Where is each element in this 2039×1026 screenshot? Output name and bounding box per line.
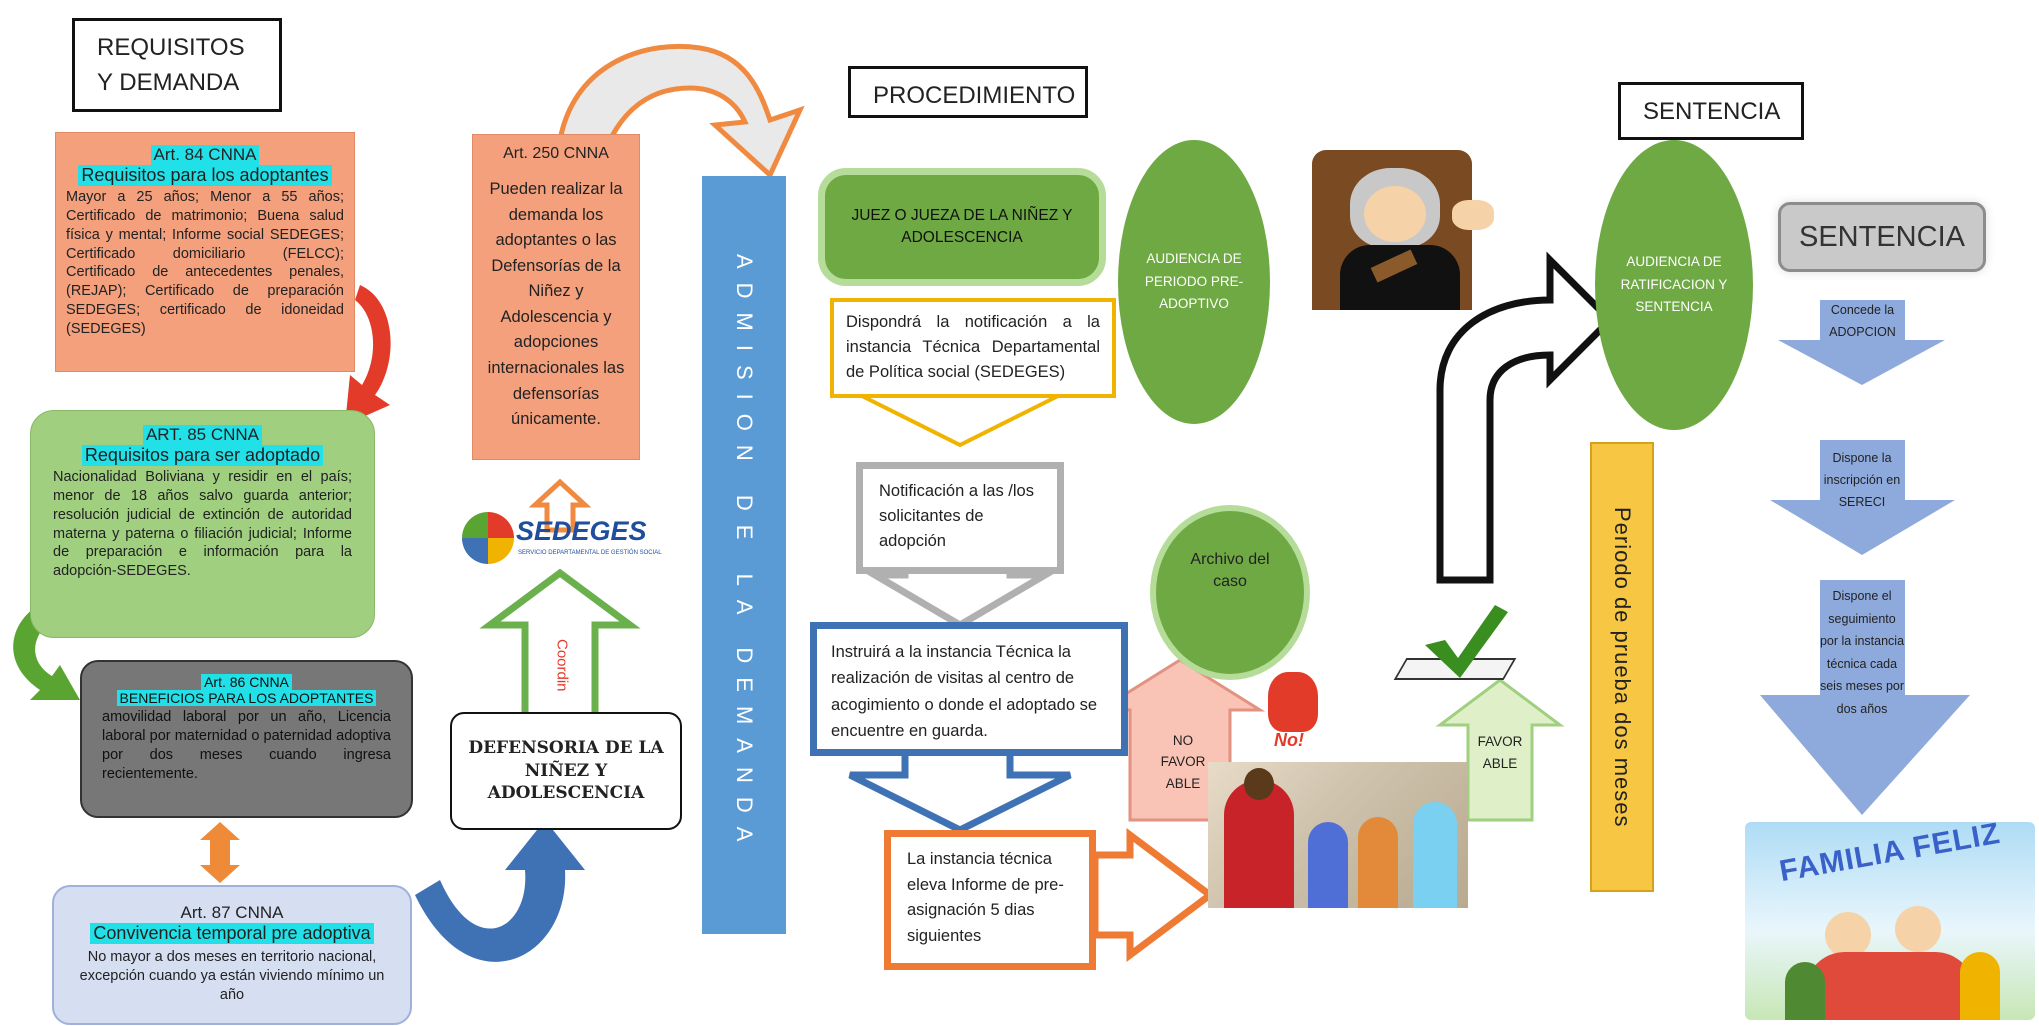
curved-arrow-green [13, 595, 80, 700]
art87-title: Art. 87 CNNA [180, 903, 284, 922]
coordina-label: Coordin [538, 600, 586, 730]
notificacion-text: Notificación a las /los solicitantes de … [879, 482, 1034, 550]
art84-subtitle: Requisitos para los adoptantes [78, 165, 332, 186]
familia-feliz-image: FAMILIA FELIZ [1745, 822, 2035, 1020]
header-sentencia: SENTENCIA [1618, 82, 1804, 140]
sedeges-logo-subtitle: SERVICIO DEPARTAMENTAL DE GESTIÓN SOCIAL [518, 550, 662, 556]
down-arrow-concede [1778, 300, 1945, 385]
audiencia-pre-oval: AUDIENCIA DE PERIODO PRE-ADOPTIVO [1118, 140, 1270, 424]
family-child2-icon [1960, 952, 2000, 1020]
header-requisitos-text: REQUISITOS Y DEMANDA [97, 34, 245, 96]
concede-text: Concede la ADOPCION [1829, 303, 1896, 339]
archivo-circle: Archivo del caso [1150, 505, 1310, 680]
admision-text: ADMISION DE LA DEMANDA [732, 254, 757, 856]
art84-title: Art. 84 CNNA [150, 145, 260, 165]
red-hand-icon [1268, 672, 1318, 732]
favorable-text: FAVOR ABLE [1477, 734, 1523, 771]
favorable-arrow [1435, 678, 1565, 822]
art86-subtitle: BENEFICIOS PARA LOS ADOPTANTES [116, 690, 377, 706]
header-requisitos: REQUISITOS Y DEMANDA [72, 18, 282, 112]
art85-body: Nacionalidad Boliviana y residir en el p… [53, 469, 352, 580]
art85-subtitle: Requisitos para ser adoptado [81, 445, 324, 466]
curved-arrow-black [1436, 251, 1615, 584]
photo-woman-icon [1224, 780, 1294, 908]
down-arrow-inscripcion [1770, 440, 1955, 555]
familia-feliz-text: FAMILIA FELIZ [1776, 822, 2003, 889]
archivo-text: Archivo del caso [1190, 551, 1270, 591]
audiencia-pre-text: AUDIENCIA DE PERIODO PRE-ADOPTIVO [1144, 250, 1244, 312]
family-body-icon [1805, 952, 1975, 1020]
photo-child2-icon [1358, 817, 1398, 908]
dispondra-box: Dispondrá la notificación a la instancia… [830, 298, 1116, 398]
notificacion-box: Notificación a las /los solicitantes de … [856, 462, 1064, 574]
defensoria-text: DEFENSORIA DE LA NIÑEZ Y ADOLESCENCIA [468, 737, 664, 804]
dispondra-text: Dispondrá la notificación a la instancia… [846, 313, 1100, 381]
curved-arrow-red [345, 285, 391, 425]
inscripcion-text: Dispone la inscripción en SERECI [1823, 451, 1901, 509]
family-child1-icon [1785, 962, 1825, 1020]
no-label: No! [1274, 730, 1304, 750]
sedeges-logo: SEDEGES SERVICIO DEPARTAMENTAL DE GESTIÓ… [462, 508, 662, 568]
coordina-text: Coordin [553, 638, 571, 692]
down-arrow-blue [848, 741, 1072, 834]
curved-arrow-blue [415, 820, 585, 962]
header-procedimiento: PROCEDIMIENTO [848, 66, 1088, 118]
children-photo [1208, 762, 1468, 908]
no-hand-icon: No! [1262, 672, 1324, 752]
eleva-text: La instancia técnica eleva Informe de pr… [907, 850, 1064, 945]
art84-body: Mayor a 25 años; Menor a 55 años; Certif… [66, 189, 344, 337]
art84-box: Art. 84 CNNA Requisitos para los adoptan… [55, 132, 355, 372]
sentencia-button: SENTENCIA [1778, 202, 1986, 272]
art85-title: ART. 85 CNNA [142, 425, 263, 445]
photo-woman-head-icon [1244, 768, 1274, 800]
juez-text: JUEZ O JUEZA DE LA NIÑEZ Y ADOLESCENCIA [851, 206, 1073, 246]
no-favorable-text: NO FAVOR ABLE [1160, 732, 1206, 791]
art86-title: Art. 86 CNNA [201, 674, 292, 690]
up-arrow-orange [528, 478, 592, 533]
family-face2-icon [1895, 906, 1941, 952]
art87-body: No mayor a dos meses en territorio nacio… [79, 949, 385, 1003]
check-mark-icon [1425, 605, 1508, 678]
art86-box: Art. 86 CNNA BENEFICIOS PARA LOS ADOPTAN… [80, 660, 413, 818]
periodo-prueba-bar: Periodo de prueba dos meses [1590, 442, 1654, 892]
family-face1-icon [1825, 912, 1871, 958]
juez-box: JUEZ O JUEZA DE LA NIÑEZ Y ADOLESCENCIA [818, 168, 1106, 286]
audiencia-ratificacion-oval: AUDIENCIA DE RATIFICACION Y SENTENCIA [1595, 140, 1753, 430]
instruira-box: Instruirá a la instancia Técnica la real… [810, 622, 1128, 756]
judge-illustration [1312, 150, 1517, 310]
double-arrow-orange [200, 822, 240, 883]
curved-arrow-orange [556, 43, 805, 180]
judge-hand-icon [1452, 200, 1494, 230]
header-sentencia-text: SENTENCIA [1643, 98, 1781, 125]
photo-child3-icon [1413, 802, 1457, 908]
judge-face-icon [1364, 186, 1426, 242]
no-favorable-label: NO FAVOR ABLE [1128, 692, 1238, 812]
art250-box: Art. 250 CNNA Pueden realizar la demanda… [472, 134, 640, 460]
audiencia-ratificacion-text: AUDIENCIA DE RATIFICACION Y SENTENCIA [1620, 253, 1728, 315]
art85-box: ART. 85 CNNA Requisitos para ser adoptad… [30, 410, 375, 638]
eleva-box: La instancia técnica eleva Informe de pr… [884, 830, 1096, 970]
art250-body: Pueden realizar la demanda los adoptante… [487, 180, 625, 429]
seguimiento-text: Dispone el seguimiento por la instancia … [1819, 589, 1905, 716]
sedeges-logo-text: SEDEGES [516, 516, 647, 546]
favorable-label: FAVOR ABLE [1462, 725, 1538, 815]
sedeges-hands-icon [462, 512, 514, 564]
instruira-text: Instruirá a la instancia Técnica la real… [831, 643, 1098, 741]
defensoria-box: DEFENSORIA DE LA NIÑEZ Y ADOLESCENCIA [450, 712, 682, 830]
art87-subtitle: Convivencia temporal pre adoptiva [90, 923, 374, 944]
down-arrow-seguimiento [1760, 580, 1970, 815]
photo-child1-icon [1308, 822, 1348, 908]
right-arrow-orange [1091, 828, 1216, 962]
sentencia-button-text: SENTENCIA [1799, 220, 1965, 253]
art250-title: Art. 250 CNNA [503, 145, 609, 162]
periodo-prueba-text: Periodo de prueba dos meses [1610, 506, 1635, 828]
art87-box: Art. 87 CNNA Convivencia temporal pre ad… [52, 885, 412, 1025]
art86-body: amovilidad laboral por un año, Licencia … [102, 709, 391, 782]
check-illustration [1393, 600, 1518, 690]
admision-bar: ADMISION DE LA DEMANDA [702, 176, 786, 934]
header-procedimiento-text: PROCEDIMIENTO [873, 82, 1076, 109]
